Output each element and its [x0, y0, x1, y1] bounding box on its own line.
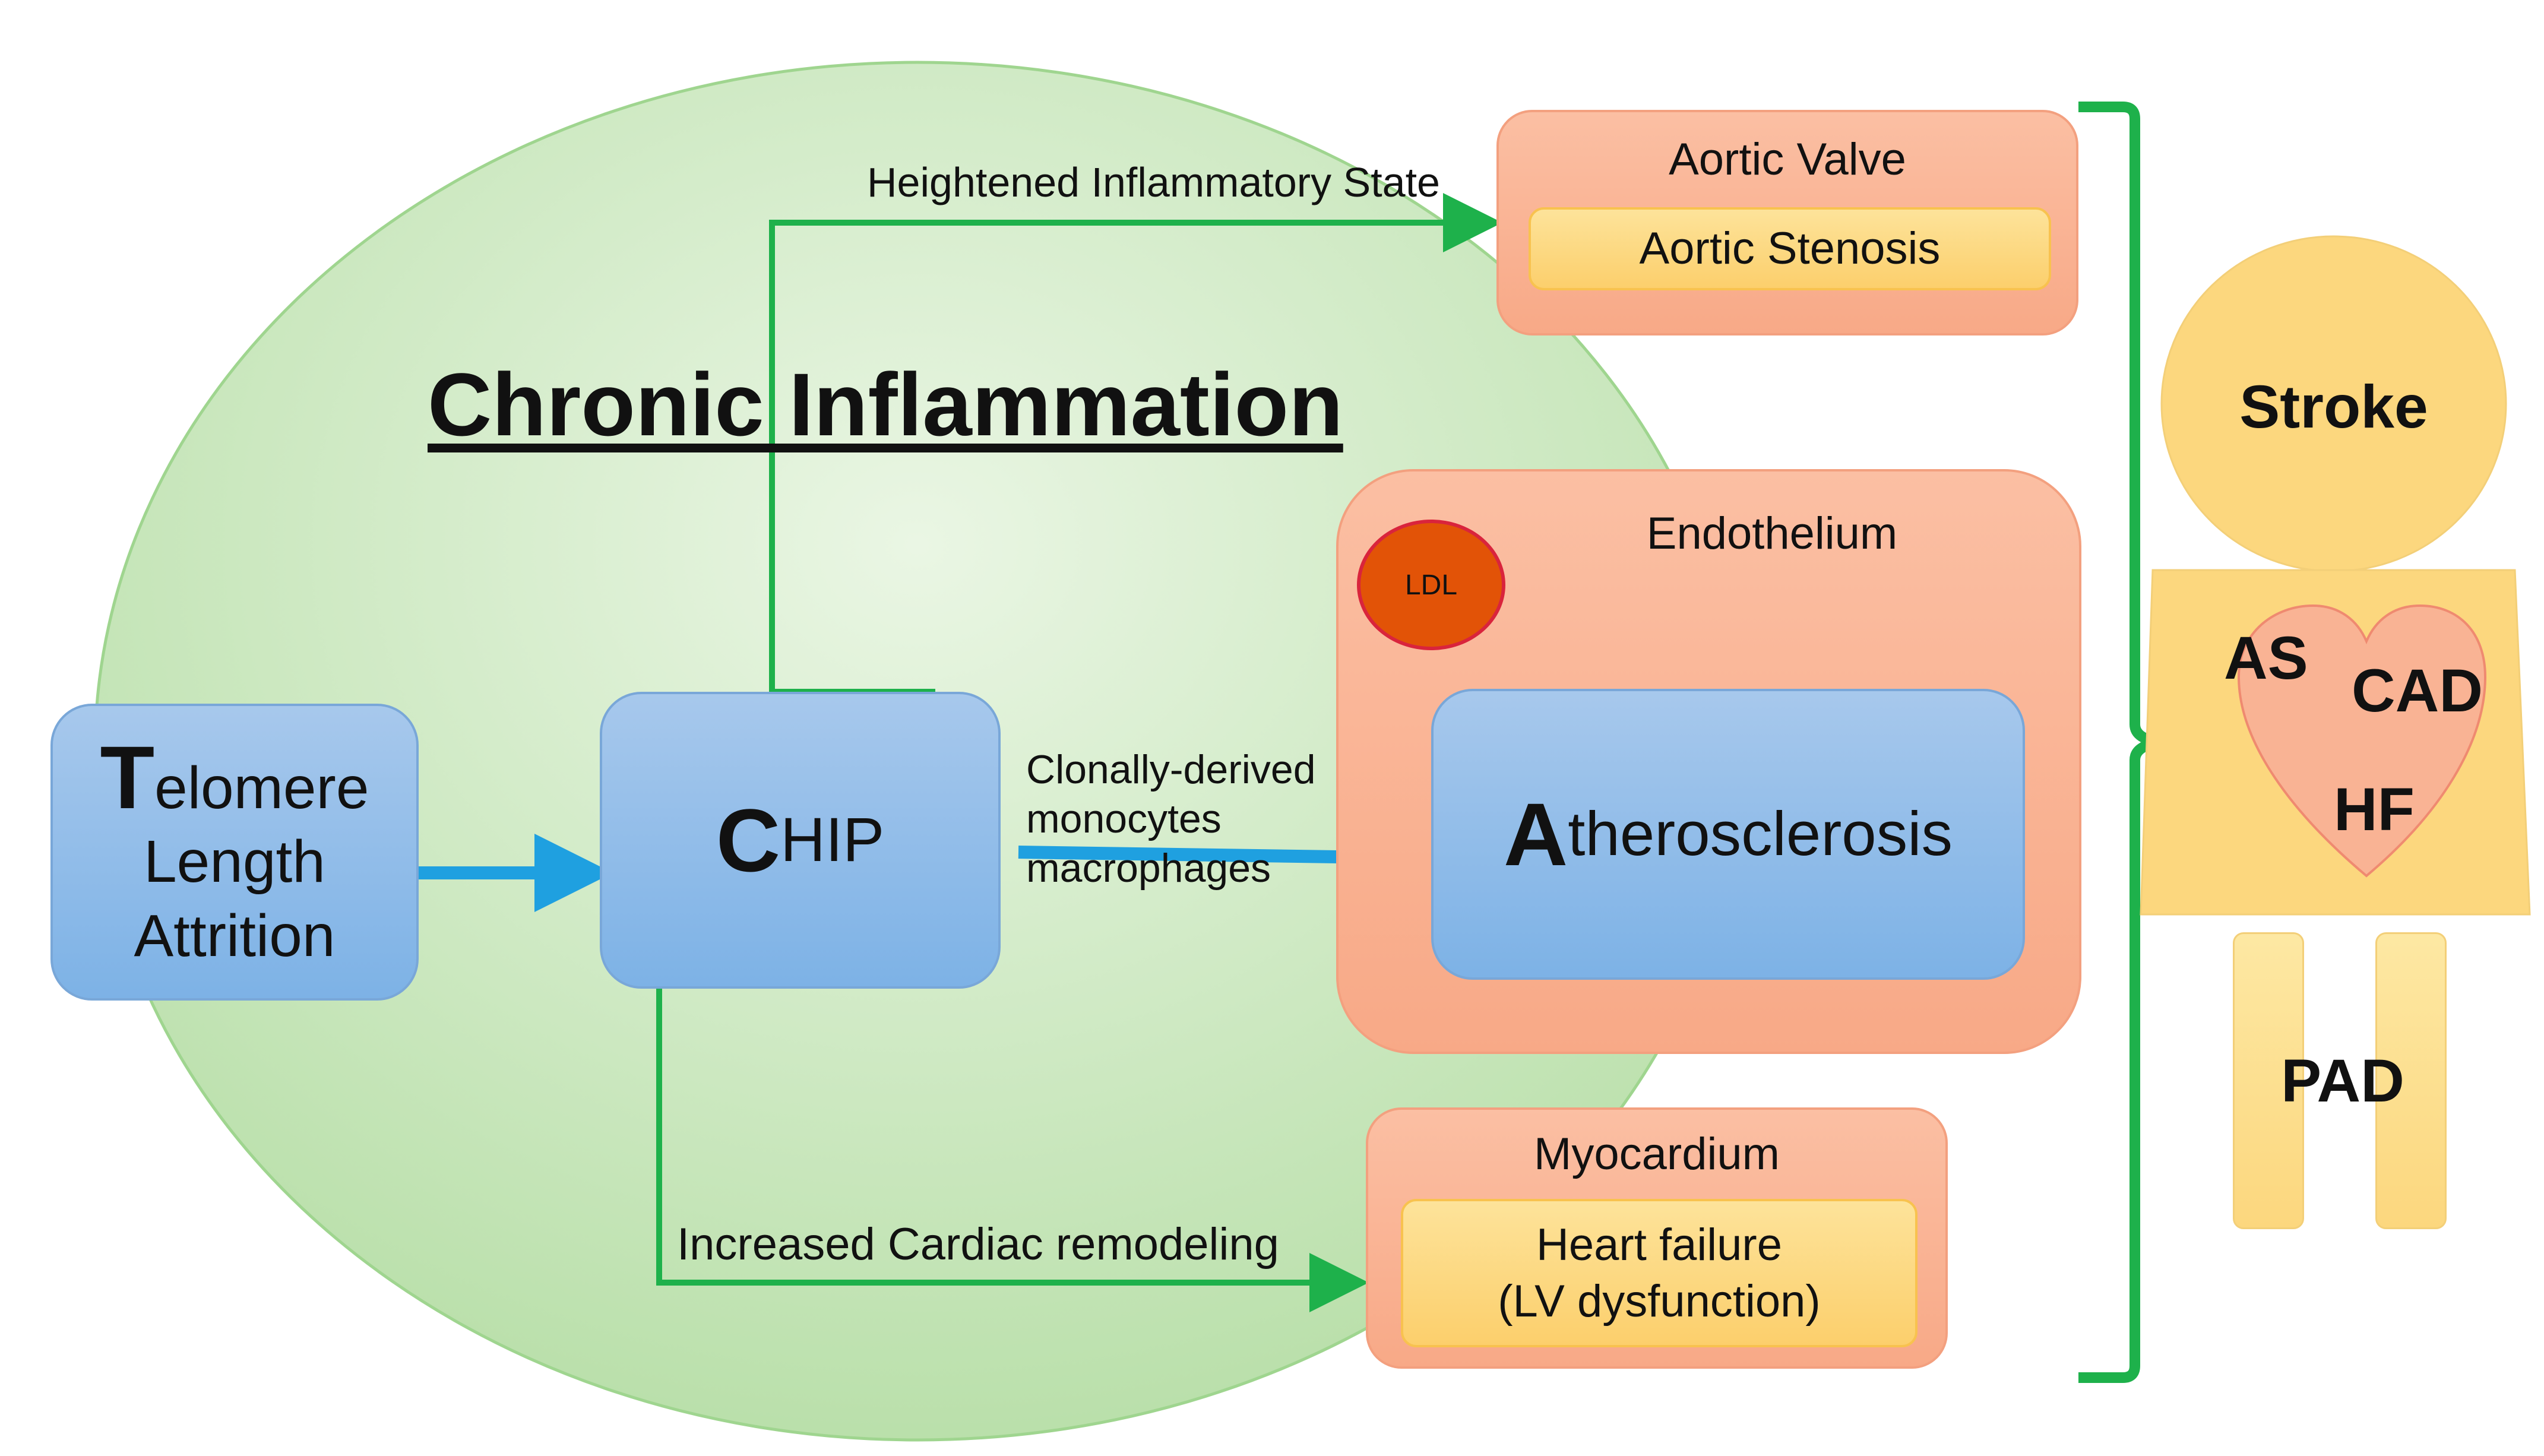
figure-left-leg [2233, 932, 2304, 1229]
chip-initial: C [716, 790, 781, 890]
telomere-line3: Attrition [134, 902, 336, 969]
clonal-line3: macrophages [1026, 845, 1271, 891]
athero-initial: A [1503, 784, 1568, 884]
endothelium-title: Endothelium [1646, 508, 1898, 559]
clonal-line2: monocytes [1026, 796, 1222, 841]
label-heightened-inflammatory: Heightened Inflammatory State [867, 159, 1440, 205]
figure-right-leg [2375, 932, 2447, 1229]
telomere-initial: T [100, 727, 155, 828]
aortic-stenosis-box: Aortic Stenosis [1529, 207, 2051, 290]
heart-shape [2237, 604, 2487, 878]
heart-failure-line2: (LV dysfunction) [1498, 1276, 1821, 1327]
ldl-label: LDL [1404, 569, 1458, 601]
chip-rest: HIP [780, 805, 885, 875]
aortic-valve-title: Aortic Valve [1669, 134, 1906, 185]
figure-as-label: AS [2224, 624, 2308, 692]
connector-bottom [656, 989, 1369, 1312]
aortic-valve-box: Aortic Valve Aortic Stenosis [1496, 110, 2078, 335]
diagram-title: Chronic Inflammation [428, 354, 1343, 454]
ldl-circle: LDL [1357, 520, 1505, 650]
telomere-box: Telomere Length Attrition [50, 704, 419, 1001]
telomere-line1: Telomere [100, 731, 369, 825]
figure-stroke-label: Stroke [2239, 372, 2428, 441]
label-cardiac-remodeling: Increased Cardiac remodeling [677, 1219, 1279, 1270]
heart-failure-line1: Heart failure [1536, 1220, 1782, 1270]
figure-pad-label: PAD [2281, 1046, 2404, 1115]
athero-rest: therosclerosis [1568, 799, 1953, 869]
clonal-line1: Clonally-derived [1026, 747, 1316, 792]
figure-hf-label: HF [2334, 776, 2415, 843]
telomere-rest: elomere [154, 755, 369, 822]
figure-cad-label: CAD [2352, 657, 2483, 724]
myocardium-title: Myocardium [1534, 1129, 1780, 1180]
telomere-line2: Length [144, 828, 325, 895]
label-clonally-derived: Clonally-derived monocytes macrophages [1026, 745, 1382, 893]
myocardium-box: Myocardium Heart failure (LV dysfunction… [1366, 1107, 1948, 1369]
heart-failure-box: Heart failure (LV dysfunction) [1401, 1199, 1918, 1347]
